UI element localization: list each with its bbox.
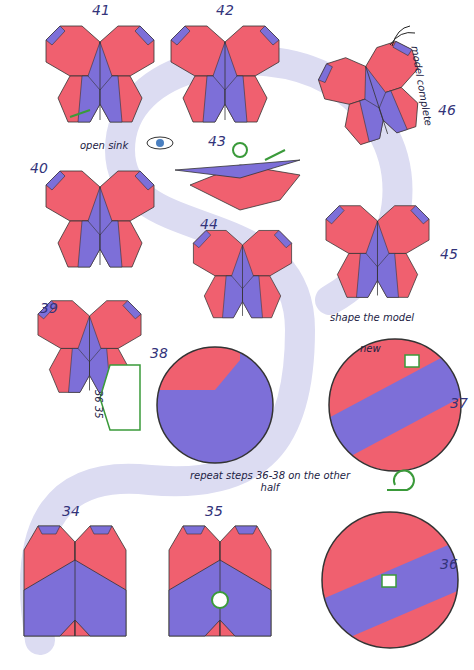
- instruction-note: repeat steps 36-38 on the other half: [185, 470, 355, 493]
- step-number: 42: [216, 2, 234, 18]
- step-number: 37: [450, 395, 468, 411]
- step-number: 34: [62, 503, 80, 519]
- step-number: 39: [40, 300, 58, 316]
- step-number: 38: [150, 345, 168, 361]
- fold-note: new: [360, 343, 381, 355]
- fold-note: open sink: [80, 140, 128, 152]
- step-number: 41: [92, 2, 110, 18]
- step-number: 44: [200, 216, 218, 232]
- step-number: 40: [30, 160, 48, 176]
- step-number: 45: [440, 246, 458, 262]
- step-number: 46: [438, 102, 456, 118]
- step-number: 43: [208, 133, 226, 149]
- instruction-note: shape the model: [330, 312, 414, 324]
- step-number: 35: [205, 503, 223, 519]
- step-number: 36: [440, 556, 458, 572]
- reference-tag: 36 35: [93, 390, 105, 419]
